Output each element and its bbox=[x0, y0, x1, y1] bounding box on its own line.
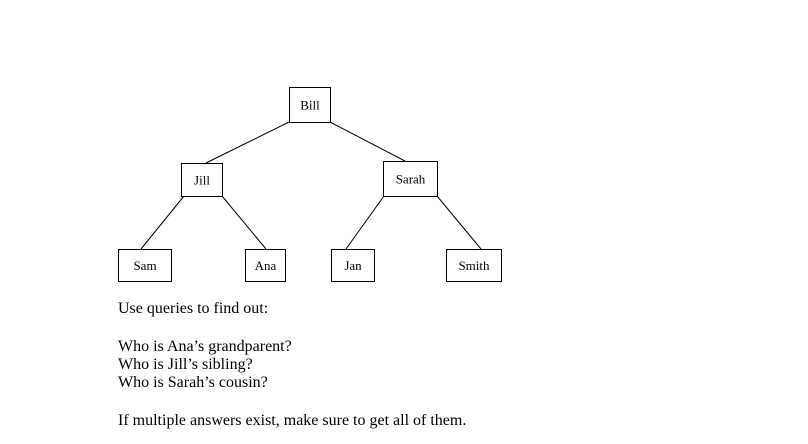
instructions: Use queries to find out: Who is Ana’s gr… bbox=[118, 300, 778, 430]
node-sarah: Sarah bbox=[383, 161, 438, 197]
node-label-jan: Jan bbox=[344, 258, 362, 273]
instructions-intro: Use queries to find out: bbox=[118, 300, 269, 317]
node-jan: Jan bbox=[331, 249, 375, 282]
edge-jill-ana bbox=[221, 195, 267, 250]
node-label-bill: Bill bbox=[300, 98, 320, 113]
node-box-sam bbox=[118, 249, 172, 282]
node-label-sarah: Sarah bbox=[396, 172, 426, 187]
node-jill: Jill bbox=[181, 163, 223, 197]
node-label-ana: Ana bbox=[255, 258, 277, 273]
edge-sarah-smith bbox=[436, 195, 482, 250]
node-box-smith bbox=[446, 249, 502, 282]
node-smith: Smith bbox=[446, 249, 502, 282]
question-2: Who is Jill’s sibling? bbox=[118, 356, 253, 373]
node-label-smith: Smith bbox=[458, 258, 490, 273]
edge-jill-sam bbox=[140, 195, 185, 250]
node-label-jill: Jill bbox=[194, 173, 210, 188]
node-bill: Bill bbox=[289, 87, 331, 123]
node-box-jan bbox=[331, 249, 375, 282]
node-ana: Ana bbox=[245, 249, 286, 282]
node-box-ana bbox=[245, 249, 286, 282]
node-sam: Sam bbox=[118, 249, 172, 282]
question-1: Who is Ana’s grandparent? bbox=[118, 338, 292, 355]
node-box-bill bbox=[289, 87, 331, 123]
edge-bill-sarah bbox=[329, 121, 406, 162]
node-label-sam: Sam bbox=[133, 258, 156, 273]
node-box-sarah bbox=[383, 161, 438, 197]
node-box-jill bbox=[181, 163, 223, 197]
instructions-note: If multiple answers exist, make sure to … bbox=[118, 412, 467, 429]
tree-edges bbox=[140, 121, 482, 250]
edge-bill-jill bbox=[205, 121, 290, 164]
edge-sarah-jan bbox=[345, 195, 385, 250]
question-3: Who is Sarah’s cousin? bbox=[118, 374, 268, 391]
